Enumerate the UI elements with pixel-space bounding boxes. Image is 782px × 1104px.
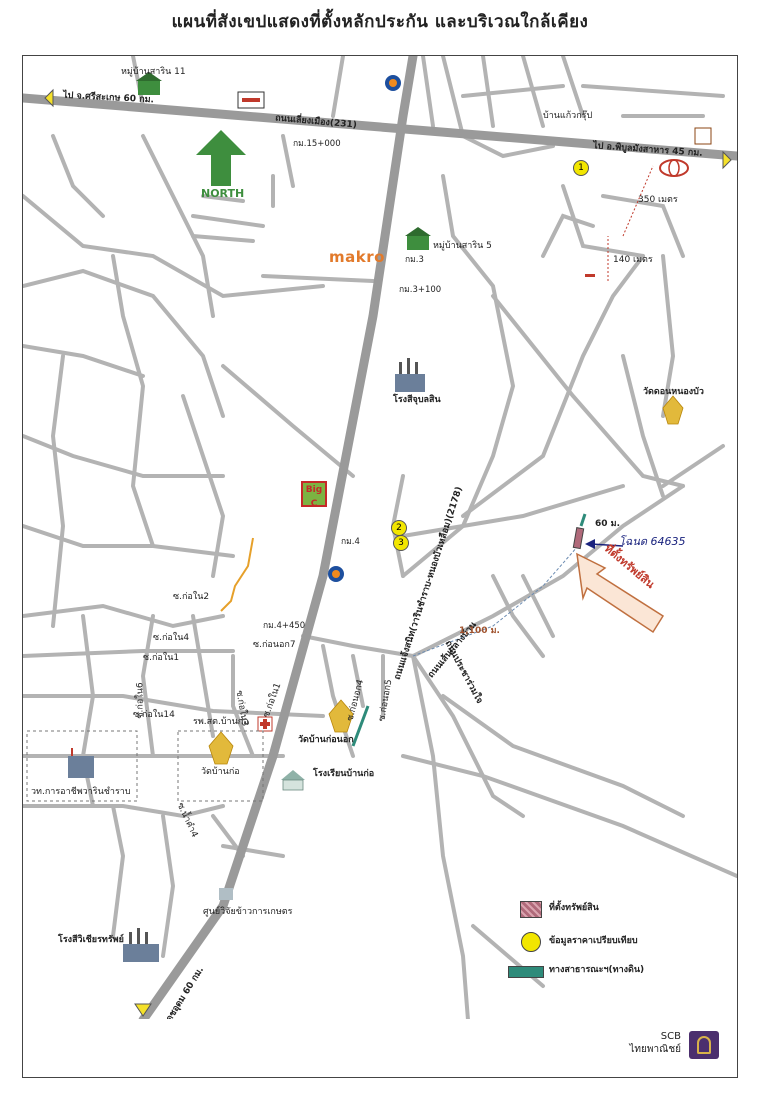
- temple-icon-1: [662, 395, 684, 425]
- distance-350-line: [622, 165, 654, 237]
- soi-label-nai4: ซ.ก่อใน4: [153, 633, 190, 643]
- soi-label-nai14: ซ.ก่อใน14: [133, 710, 175, 720]
- km-marker-4-450: กม.4+450: [263, 621, 306, 631]
- property-marker: [572, 527, 585, 550]
- village-icon-1: [136, 72, 162, 95]
- comparison-marker-3: 3: [393, 535, 409, 551]
- footer: SCB ไทยพาณิชย์: [22, 1019, 738, 1078]
- toyota-logo-icon: [659, 159, 689, 177]
- deed-arrow: [585, 539, 624, 549]
- label-wat-ban-kao: วัดบ้านก่อ: [201, 767, 240, 777]
- km-marker-15: กม.15+000: [293, 139, 341, 149]
- legend-comparison-swatch: [521, 932, 541, 952]
- scb-brand-text: SCB ไทยพาณิชย์: [629, 1031, 681, 1056]
- property-callout-arrow: [576, 552, 665, 634]
- legend-property-label: ที่ตั้งทรัพย์สิน: [549, 903, 599, 913]
- legend-public-way-label: ทางสาธารณะฯ(ทางดิน): [549, 965, 645, 975]
- label-college: วท.การอาชีพวารินชำราบ: [31, 787, 131, 797]
- nissan-logo-icon: [237, 91, 265, 109]
- label-wat-khok: วัดดอนหนองบัว: [643, 387, 704, 397]
- legend-property-swatch: [520, 901, 542, 918]
- map-frame: ไป จ.ศรีสะเกษ 60 กม. ถนนเลี่ยงเมือง(231)…: [22, 55, 738, 1045]
- agri-icon: [219, 888, 233, 900]
- legend-public-way-swatch: [508, 966, 544, 978]
- scb-brand: SCB: [660, 1031, 681, 1042]
- page-title: แผนที่สังเขปแสดงที่ตั้งหลักประกัน และบริ…: [171, 12, 589, 32]
- minor-roads: [23, 56, 737, 1020]
- label-factory-chup: โรงสีจุบลสิน: [393, 395, 441, 405]
- map-canvas: [23, 56, 737, 1020]
- soi-label-nai2: ซ.ก่อใน2: [173, 592, 210, 602]
- hospital-icon: [257, 716, 273, 732]
- deed-label: โฉนด 64635: [619, 535, 686, 548]
- makro-logo: makro: [329, 248, 385, 266]
- major-roads: [23, 56, 737, 1020]
- label-ban-kaew: บ้านแก้วกรุ๊ป: [543, 111, 593, 121]
- distance-1100: 1,100 ม.: [459, 626, 500, 636]
- bypass-road-231: [23, 93, 737, 161]
- label-village5: หมู่บ้านสาริน 5: [433, 241, 492, 251]
- road-sign-icon: [585, 274, 595, 277]
- distance-350: 350 เมตร: [638, 195, 678, 205]
- distance-140: 140 เมตร: [613, 255, 653, 265]
- km-marker-4: กม.4: [341, 537, 360, 547]
- distance-arrows: [607, 165, 654, 281]
- km-marker-3-100: กม.3+100: [399, 285, 442, 295]
- arrow-phibun: [722, 150, 732, 170]
- label-factory-silo: โรงสีวิเชียรทรัพย์: [58, 935, 124, 945]
- route-dashed: [412, 545, 579, 657]
- arrow-det-udom: [134, 1003, 152, 1017]
- label-hospital: รพ.สต.บ้านก่อ: [193, 717, 249, 727]
- arrow-right-icon: [722, 150, 732, 170]
- arrow-sisaket: [44, 88, 54, 108]
- label-agri-center: ศูนย์วิจัยข้าวการเกษตร: [203, 907, 293, 917]
- comparison-marker-2: 2: [391, 520, 407, 536]
- highway-2178: [138, 56, 418, 1020]
- label-wat-nong-kao: วัดบ้านก่อนอก: [298, 735, 354, 745]
- scb-brand-th: ไทยพาณิชย์: [629, 1043, 681, 1055]
- village-icon-2: [405, 227, 431, 250]
- soi-label-nok7: ซ.ก่อนอก7: [253, 640, 296, 650]
- factory-icon-1: [395, 358, 425, 392]
- gas-station-icon-2: [328, 566, 344, 582]
- college-area: [26, 730, 264, 802]
- km-marker-3: กม.3: [405, 255, 424, 265]
- factory-icon-2: [123, 928, 159, 962]
- label-school: โรงเรียนบ้านก่อ: [313, 769, 375, 779]
- distance-60: 60 ม.: [595, 519, 621, 529]
- arrow-left-icon: [44, 88, 54, 108]
- sign-icon-right: [694, 127, 712, 145]
- big-c-logo: Big C: [301, 481, 327, 509]
- label-village11: หมู่บ้านสาริน 11: [121, 67, 186, 77]
- public-way-marker: [351, 513, 587, 747]
- temple-icon-2: [208, 731, 234, 765]
- gas-station-icon-1: [385, 75, 401, 91]
- comparison-marker-1: 1: [573, 160, 589, 176]
- north-label: NORTH: [201, 187, 245, 200]
- school-icon: [281, 770, 305, 791]
- legend-comparison-label: ข้อมูลราคาเปรียบเทียบ: [549, 936, 638, 946]
- arrow-down-icon: [134, 1003, 152, 1017]
- soi-label-nai1: ซ.ก่อใน1: [143, 653, 180, 663]
- orange-path: [220, 537, 254, 612]
- scb-logo-icon: [689, 1031, 719, 1059]
- building-icon-college: [68, 748, 94, 778]
- temple-icon-3: [328, 699, 354, 733]
- north-arrow-icon: [196, 130, 246, 186]
